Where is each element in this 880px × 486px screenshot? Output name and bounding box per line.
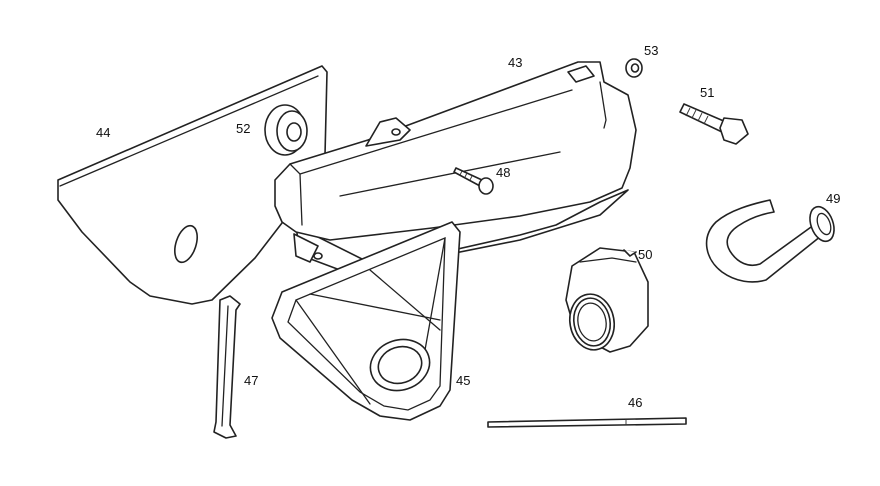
rod xyxy=(487,417,687,428)
triangular-frame xyxy=(271,221,461,421)
housing-body xyxy=(274,61,637,271)
callout-52: 51 xyxy=(700,85,715,100)
callout-51: 52 xyxy=(236,121,251,136)
mounting-plate xyxy=(57,65,328,305)
grommet xyxy=(264,104,308,156)
callout-46: 46 xyxy=(628,395,643,410)
callout-53: 53 xyxy=(644,43,659,58)
bellows-seal xyxy=(565,247,649,353)
callout-47: 47 xyxy=(244,373,259,388)
callout-43: 43 xyxy=(508,55,523,70)
callout-44: 44 xyxy=(96,125,111,140)
small-screw xyxy=(453,167,494,195)
callout-45: 45 xyxy=(456,373,471,388)
hook-hose xyxy=(705,199,835,283)
clip-strip xyxy=(213,295,241,439)
callout-49: 49 xyxy=(826,191,841,206)
callout-50: 50 xyxy=(638,247,653,262)
callout-48: 48 xyxy=(496,165,511,180)
nut xyxy=(625,58,643,78)
bolt xyxy=(679,103,749,145)
